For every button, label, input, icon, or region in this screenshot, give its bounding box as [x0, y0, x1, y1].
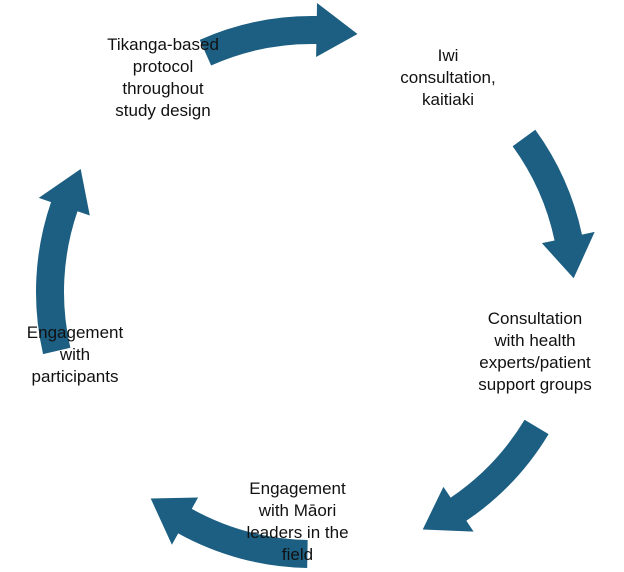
arrow-participants-to-tikanga [35, 169, 90, 355]
node-maori-line-1: Engagement [249, 479, 346, 498]
node-health-consultation: Consultation with health experts/patient… [450, 308, 620, 396]
node-tikanga-line-4: study design [115, 101, 211, 120]
arrow-layer [35, 3, 595, 568]
node-tikanga-protocol: Tikanga-based protocol throughout study … [68, 34, 258, 122]
arrow-maori-to-participants [150, 497, 308, 568]
node-maori-line-2: with Māori [258, 501, 337, 520]
arrow-tikanga-to-iwi [199, 3, 358, 66]
node-tikanga-line-3: throughout [122, 79, 204, 98]
node-iwi-line-2: consultation, [400, 68, 496, 87]
node-iwi-consultation: Iwi consultation, kaitiaki [388, 45, 508, 111]
node-tikanga-line-1: Tikanga-based [107, 35, 219, 54]
node-participants: Engagement with participants [0, 322, 150, 388]
node-maori-line-4: field [281, 545, 314, 564]
node-health-line-1: Consultation [487, 309, 583, 328]
arrow-iwi-to-health [512, 129, 595, 279]
node-iwi-line-3: kaitiaki [422, 90, 474, 109]
node-participants-line-2: with [59, 345, 91, 364]
node-health-line-3: experts/patient [479, 353, 591, 372]
node-maori-leaders: Engagement with Māori leaders in the fie… [215, 478, 380, 566]
node-participants-line-1: Engagement [26, 323, 124, 342]
node-health-line-2: with health [494, 331, 576, 350]
node-maori-line-3: leaders in the [246, 523, 349, 542]
node-health-line-4: support groups [478, 375, 592, 394]
arrow-health-to-maori [422, 419, 549, 532]
node-tikanga-line-2: protocol [132, 57, 194, 76]
node-iwi-line-1: Iwi [437, 46, 459, 65]
node-participants-line-3: participants [31, 367, 119, 386]
